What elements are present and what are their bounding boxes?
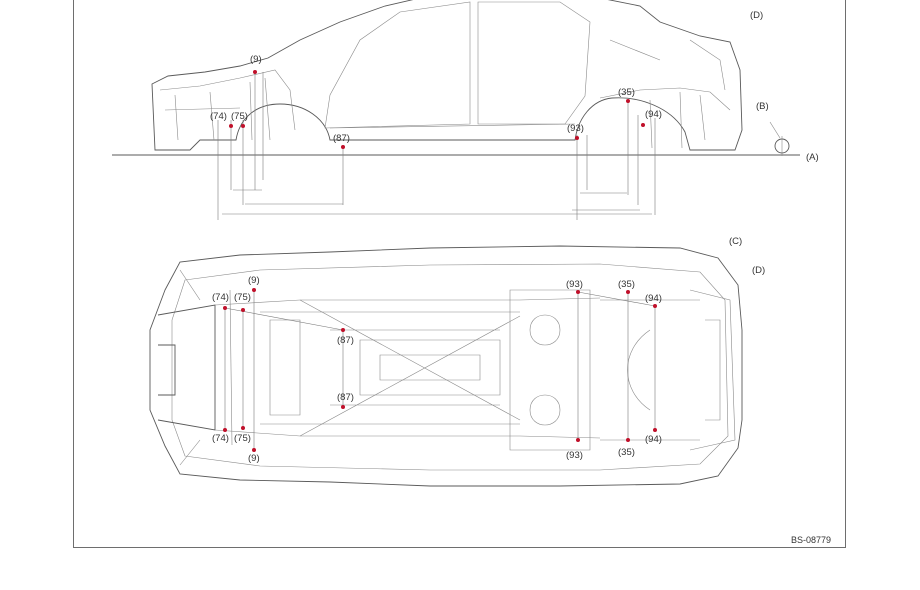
underbody-inner-outline: [171, 263, 729, 471]
under-label-9-top: (9): [248, 275, 260, 286]
under-point-74-top: [223, 306, 227, 310]
under-point-87-top: [341, 328, 345, 332]
underbody-center-tunnel: [359, 339, 501, 396]
side-label-b: (B): [756, 101, 769, 112]
under-point-87-bottom: [341, 405, 345, 409]
under-label-35-top: (35): [618, 279, 635, 290]
side-label-75: (75): [231, 111, 248, 122]
under-label-9-bottom: (9): [248, 453, 260, 464]
side-point-35: [626, 99, 630, 103]
under-label-c: (C): [729, 236, 742, 247]
side-point-75: [241, 124, 245, 128]
side-label-a: (A): [806, 152, 819, 163]
side-label-d: (D): [750, 10, 763, 21]
side-body-outline: [151, 0, 743, 151]
side-label-35: (35): [618, 87, 635, 98]
side-rear-structure: [599, 39, 731, 149]
side-front-structure: [159, 69, 296, 141]
under-label-75-top: (75): [234, 292, 251, 303]
side-dimension-lines: [217, 72, 656, 220]
under-label-35-bottom: (35): [618, 447, 635, 458]
under-label-93-top: (93): [566, 279, 583, 290]
under-label-94-bottom: (94): [645, 434, 662, 445]
underbody-front-details: [179, 269, 301, 466]
underbody-outline: [149, 245, 743, 487]
underbody-rear-end: [689, 289, 736, 451]
under-point-93-bottom: [576, 438, 580, 442]
underbody-cross-braces: [299, 299, 521, 437]
under-label-87-top: (87): [337, 335, 354, 346]
underbody-front-frame: [157, 304, 216, 431]
under-point-75-top: [241, 308, 245, 312]
under-point-94-top: [653, 304, 657, 308]
under-point-35-bottom: [626, 438, 630, 442]
side-point-74: [229, 124, 233, 128]
side-label-74: (74): [210, 111, 227, 122]
side-point-87: [341, 145, 345, 149]
under-point-74-bottom: [223, 428, 227, 432]
underbody-view: (C) (D) (9) (74) (75) (87) (87) (74) (75…: [149, 236, 765, 487]
side-view: (9) (74) (75) (87) (93) (35) (94) (D) (B…: [112, 0, 819, 220]
underbody-rear-suspension: [509, 289, 700, 451]
under-point-93-top: [576, 290, 580, 294]
diagram-frame: [73, 0, 846, 548]
reference-point-symbol: [769, 121, 790, 156]
under-label-74-bottom: (74): [212, 433, 229, 444]
side-door-frame: [324, 1, 591, 129]
under-point-94-bottom: [653, 428, 657, 432]
under-label-87-bottom: (87): [337, 392, 354, 403]
under-point-9-top: [252, 288, 256, 292]
under-label-94-top: (94): [645, 293, 662, 304]
side-point-93: [575, 136, 579, 140]
side-label-93: (93): [567, 123, 584, 134]
underbody-dimension-lines: [224, 290, 656, 450]
underbody-side-rails: [214, 297, 601, 439]
under-point-9-bottom: [252, 448, 256, 452]
figure-code: BS-08779: [791, 535, 831, 545]
side-point-94: [641, 123, 645, 127]
under-label-75-bottom: (75): [234, 433, 251, 444]
side-label-9: (9): [250, 54, 262, 65]
under-label-74-top: (74): [212, 292, 229, 303]
under-label-93-bottom: (93): [566, 450, 583, 461]
side-label-87: (87): [333, 133, 350, 144]
under-point-35-top: [626, 290, 630, 294]
side-point-9: [253, 70, 257, 74]
under-point-75-bottom: [241, 426, 245, 430]
side-label-94: (94): [645, 109, 662, 120]
under-label-d: (D): [752, 265, 765, 276]
side-rocker-line: [329, 123, 576, 129]
